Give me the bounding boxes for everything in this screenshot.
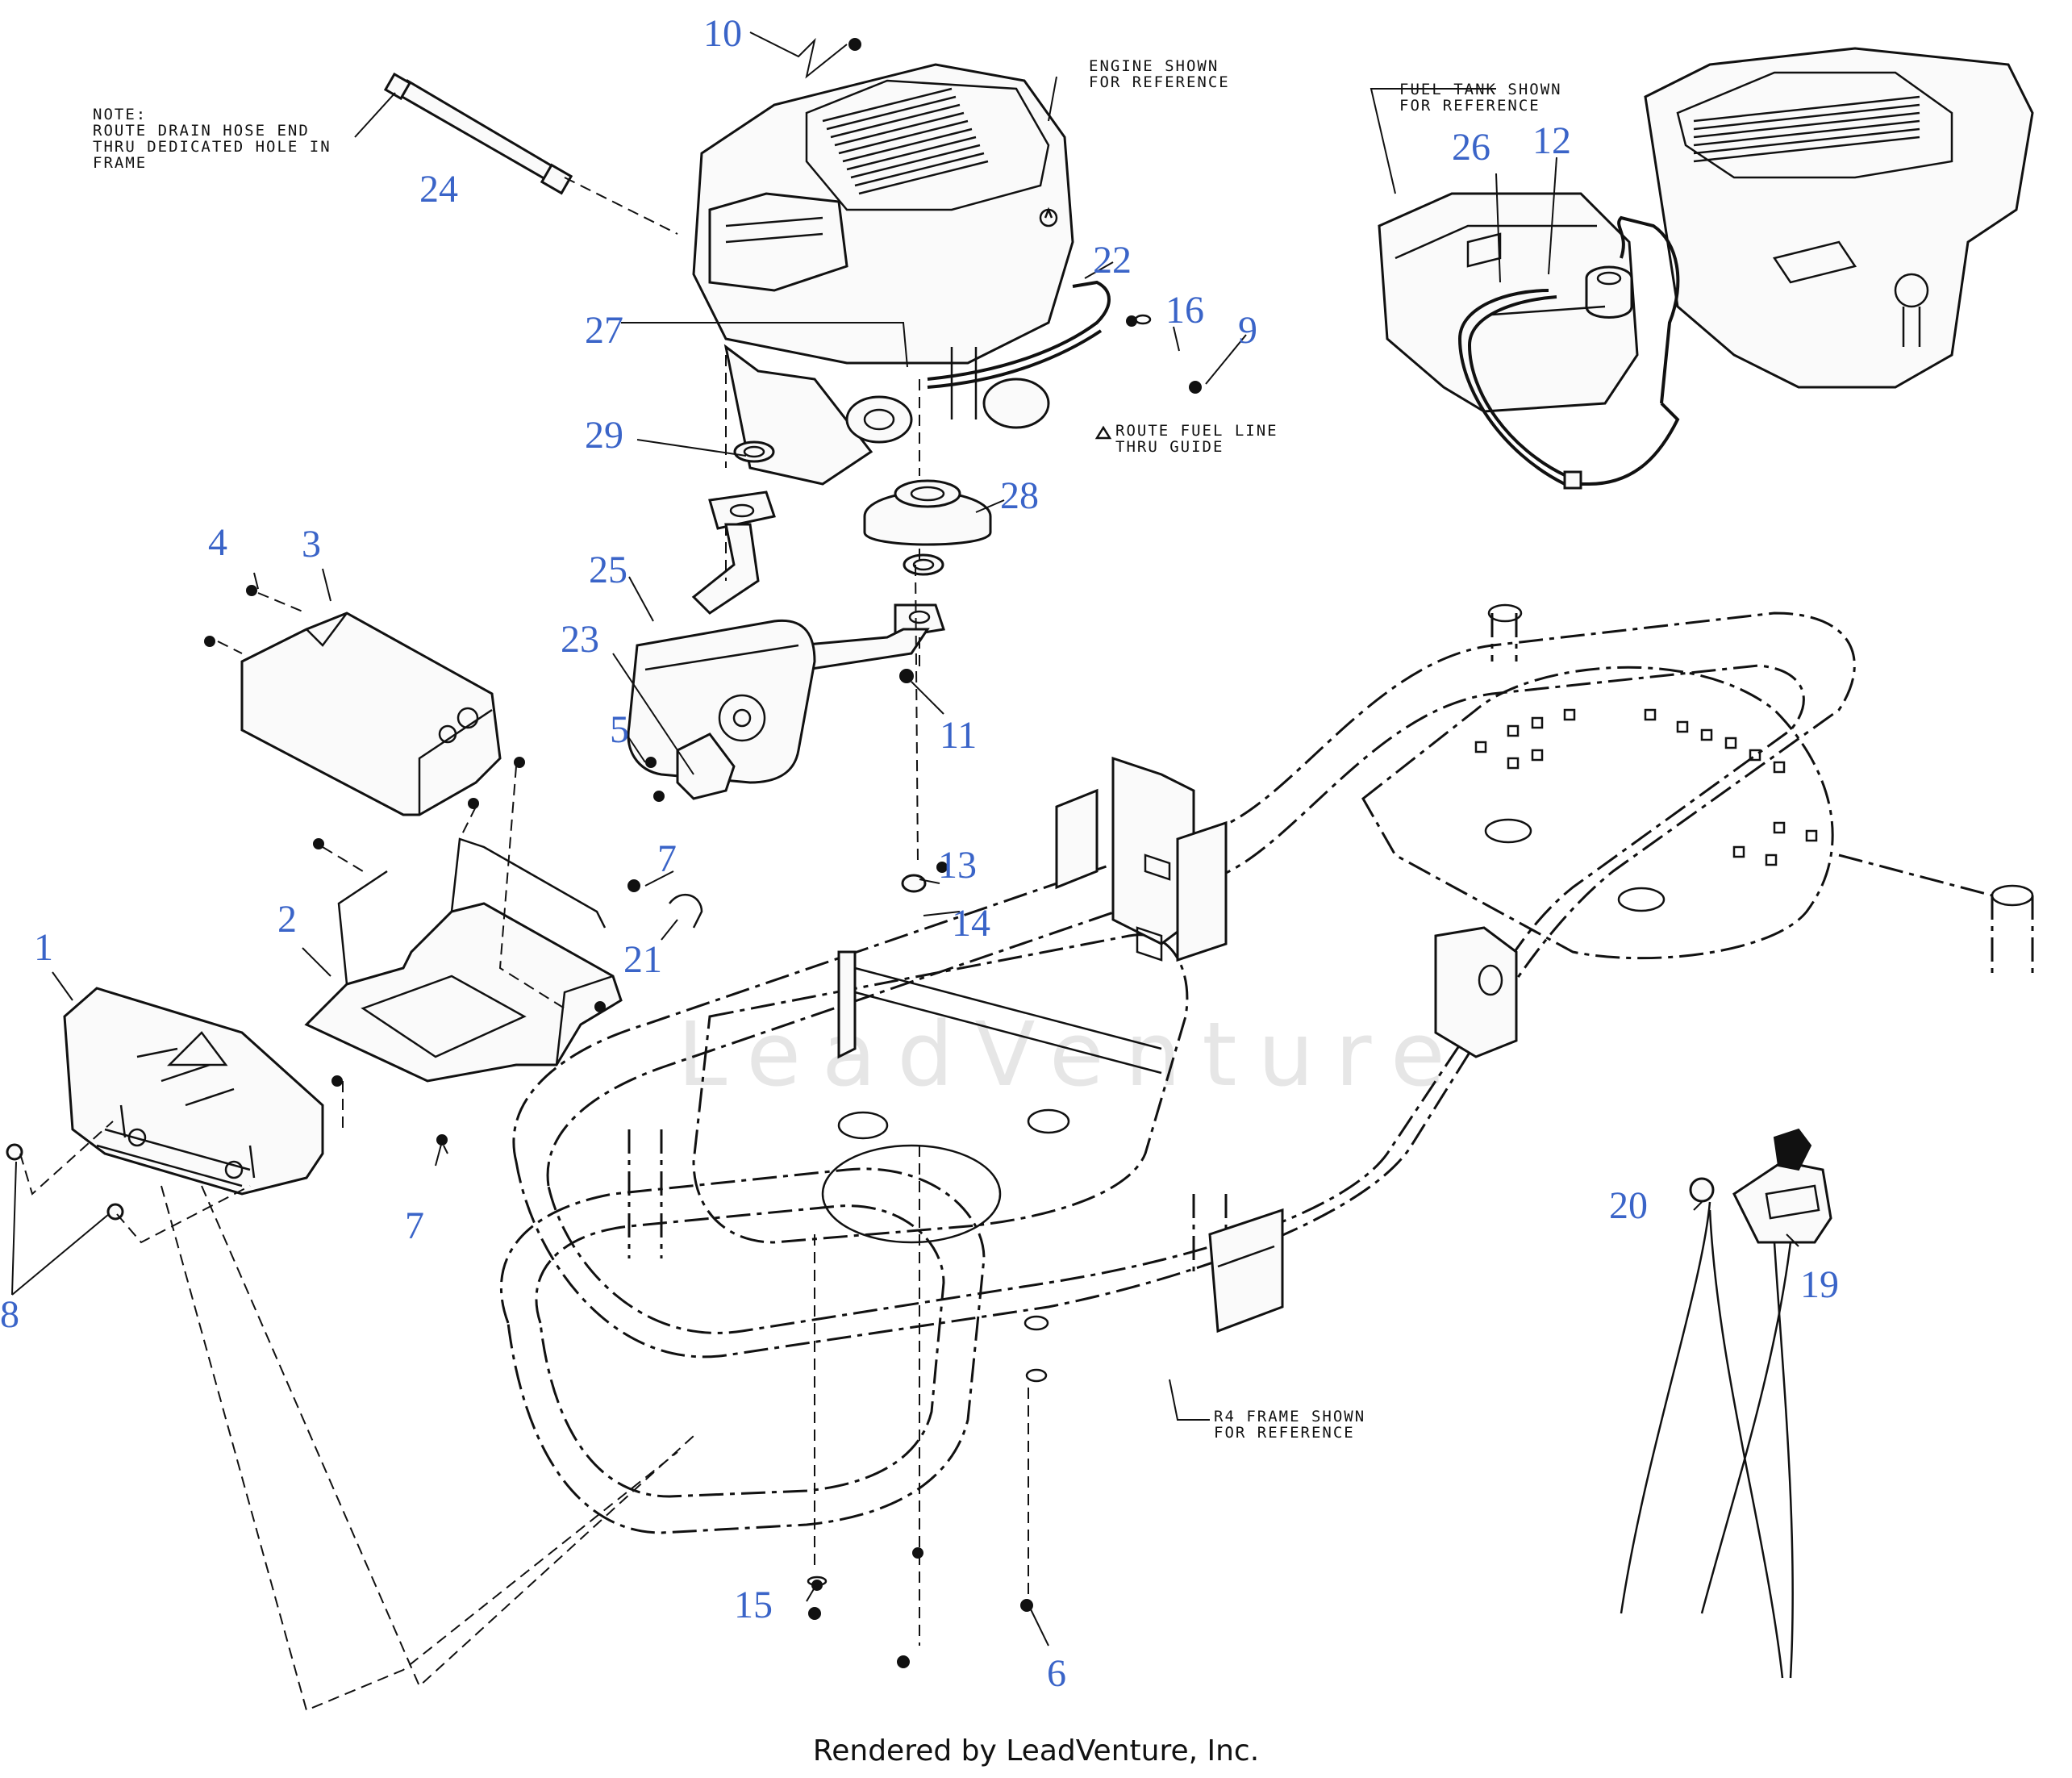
svg-text:THRU GUIDE: THRU GUIDE xyxy=(1115,438,1224,456)
assembly-lines xyxy=(19,177,1029,1712)
callout-1: 1 xyxy=(34,926,53,969)
callout-14: 14 xyxy=(952,902,990,945)
callout-24: 24 xyxy=(419,168,458,211)
callout-28: 28 xyxy=(1000,474,1039,517)
watermark: LeadVenture xyxy=(677,1003,1466,1106)
svg-text:NOTE:: NOTE: xyxy=(93,106,147,123)
callout-3: 3 xyxy=(302,523,321,566)
callout-15: 15 xyxy=(734,1584,773,1626)
callout-19: 19 xyxy=(1800,1263,1839,1306)
callout-7b: 7 xyxy=(405,1204,424,1247)
engine-fan-grille xyxy=(822,87,989,195)
callout-9: 9 xyxy=(1238,309,1257,352)
note-fuel-tank-reference: FUEL TANK SHOWN FOR REFERENCE xyxy=(1399,81,1562,115)
callout-21: 21 xyxy=(623,938,662,981)
callout-5: 5 xyxy=(610,708,629,751)
svg-text:FOR REFERENCE: FOR REFERENCE xyxy=(1214,1424,1355,1442)
callout-11: 11 xyxy=(940,714,977,757)
footer-credit: Rendered by LeadVenture, Inc. xyxy=(812,1734,1260,1768)
svg-text:ENGINE SHOWN: ENGINE SHOWN xyxy=(1089,57,1219,75)
svg-text:FOR REFERENCE: FOR REFERENCE xyxy=(1089,73,1230,91)
callout-22: 22 xyxy=(1093,239,1132,282)
engine xyxy=(692,63,1111,486)
callout-4: 4 xyxy=(208,521,227,564)
note-frame-reference: R4 FRAME SHOWN FOR REFERENCE xyxy=(1214,1408,1365,1442)
throttle-control xyxy=(1620,1128,1832,1679)
warning-icon xyxy=(1094,425,1112,440)
callout-16: 16 xyxy=(1165,289,1204,332)
callout-7a: 7 xyxy=(657,837,677,880)
svg-text:THRU DEDICATED HOLE IN: THRU DEDICATED HOLE IN xyxy=(93,138,331,156)
callout-6: 6 xyxy=(1047,1652,1066,1695)
callout-12: 12 xyxy=(1532,119,1571,162)
note-engine-reference: ENGINE SHOWN FOR REFERENCE xyxy=(1089,57,1230,91)
callout-10: 10 xyxy=(703,12,742,55)
muffler xyxy=(627,619,816,800)
svg-text:ROUTE FUEL LINE: ROUTE FUEL LINE xyxy=(1115,422,1278,440)
note-fuel-line-route: ROUTE FUEL LINE THRU GUIDE xyxy=(1094,422,1278,456)
frame xyxy=(499,603,2034,1534)
callout-23: 23 xyxy=(561,618,599,661)
hardware xyxy=(6,38,1202,1668)
callout-26: 26 xyxy=(1452,126,1490,169)
pulley xyxy=(863,479,992,546)
svg-text:FRAME: FRAME xyxy=(93,154,147,172)
callout-13: 13 xyxy=(938,844,977,887)
drain-hose xyxy=(383,72,573,195)
callout-numbers: 1 2 3 4 5 6 7 7 8 9 10 11 12 13 14 15 16… xyxy=(0,12,1839,1695)
inset-fan-grille xyxy=(1693,95,1920,163)
note-drain-hose: NOTE: ROUTE DRAIN HOSE END THRU DEDICATE… xyxy=(93,106,331,172)
leader-lines xyxy=(11,31,1799,1647)
guard-1 xyxy=(63,987,324,1196)
callout-20: 20 xyxy=(1609,1184,1648,1227)
plate-holes xyxy=(1474,708,1818,912)
svg-text:ROUTE DRAIN HOSE END: ROUTE DRAIN HOSE END xyxy=(93,122,310,140)
exhaust-system xyxy=(691,440,945,671)
callout-29: 29 xyxy=(585,414,623,457)
callout-2: 2 xyxy=(277,898,297,941)
svg-text:FOR REFERENCE: FOR REFERENCE xyxy=(1399,97,1540,115)
callout-27: 27 xyxy=(585,309,623,352)
inset-engine-fuel-tank xyxy=(1378,47,2034,490)
heat-shield-3 xyxy=(240,611,502,816)
callout-8: 8 xyxy=(0,1293,19,1336)
svg-text:FUEL TANK SHOWN: FUEL TANK SHOWN xyxy=(1399,81,1562,98)
svg-text:R4 FRAME SHOWN: R4 FRAME SHOWN xyxy=(1214,1408,1365,1425)
bracket-2 xyxy=(304,837,623,1083)
callout-25: 25 xyxy=(589,549,627,591)
